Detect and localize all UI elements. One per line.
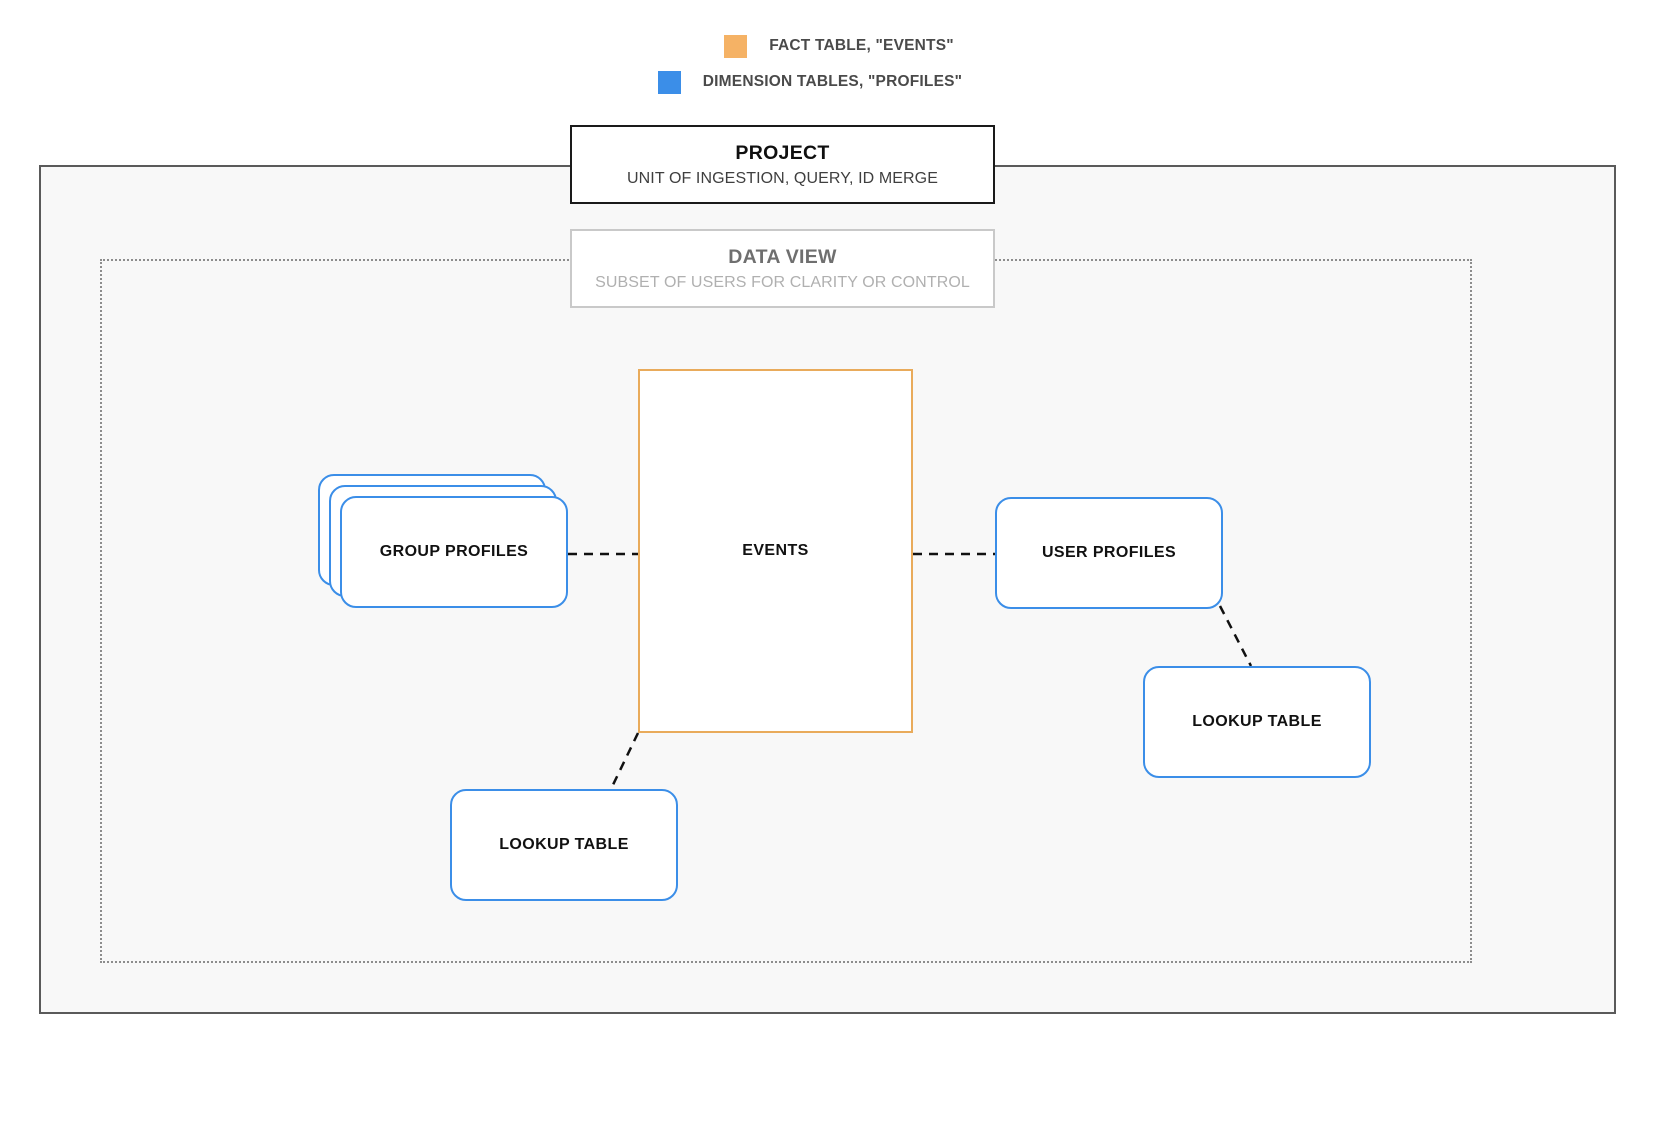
node-group-profiles: GROUP PROFILES: [318, 474, 568, 608]
project-card-title: PROJECT: [735, 141, 830, 164]
fact-table-swatch-icon: [724, 34, 748, 58]
project-card-subtitle: UNIT OF INGESTION, QUERY, ID MERGE: [626, 169, 938, 187]
data-view-card-title: DATA VIEW: [728, 245, 837, 268]
node-events: EVENTS: [638, 369, 913, 733]
legend-label-fact-table: FACT TABLE, "EVENTS": [769, 37, 954, 54]
legend-item-dimension-tables: DIMENSION TABLES, "PROFILES": [0, 64, 1664, 100]
dimension-tables-swatch-icon: [657, 70, 681, 94]
legend: FACT TABLE, "EVENTS" DIMENSION TABLES, "…: [0, 28, 1664, 100]
data-view-card: DATA VIEW SUBSET OF USERS FOR CLARITY OR…: [570, 229, 995, 308]
node-events-label: EVENTS: [742, 542, 809, 559]
data-view-card-subtitle: SUBSET OF USERS FOR CLARITY OR CONTROL: [595, 273, 970, 291]
node-lookup-table-right: LOOKUP TABLE: [1143, 666, 1371, 778]
node-group-profiles-label: GROUP PROFILES: [379, 543, 529, 560]
node-lookup-table-left-label: LOOKUP TABLE: [499, 836, 629, 853]
node-lookup-table-right-label: LOOKUP TABLE: [1192, 713, 1322, 730]
node-user-profiles: USER PROFILES: [995, 497, 1223, 609]
node-lookup-table-left: LOOKUP TABLE: [450, 789, 678, 901]
node-group-profiles-card-front: GROUP PROFILES: [340, 496, 568, 608]
node-user-profiles-label: USER PROFILES: [1041, 544, 1177, 561]
project-card: PROJECT UNIT OF INGESTION, QUERY, ID MER…: [570, 125, 995, 204]
legend-label-dimension-tables: DIMENSION TABLES, "PROFILES": [702, 73, 963, 90]
legend-item-fact-table: FACT TABLE, "EVENTS": [0, 28, 1664, 64]
